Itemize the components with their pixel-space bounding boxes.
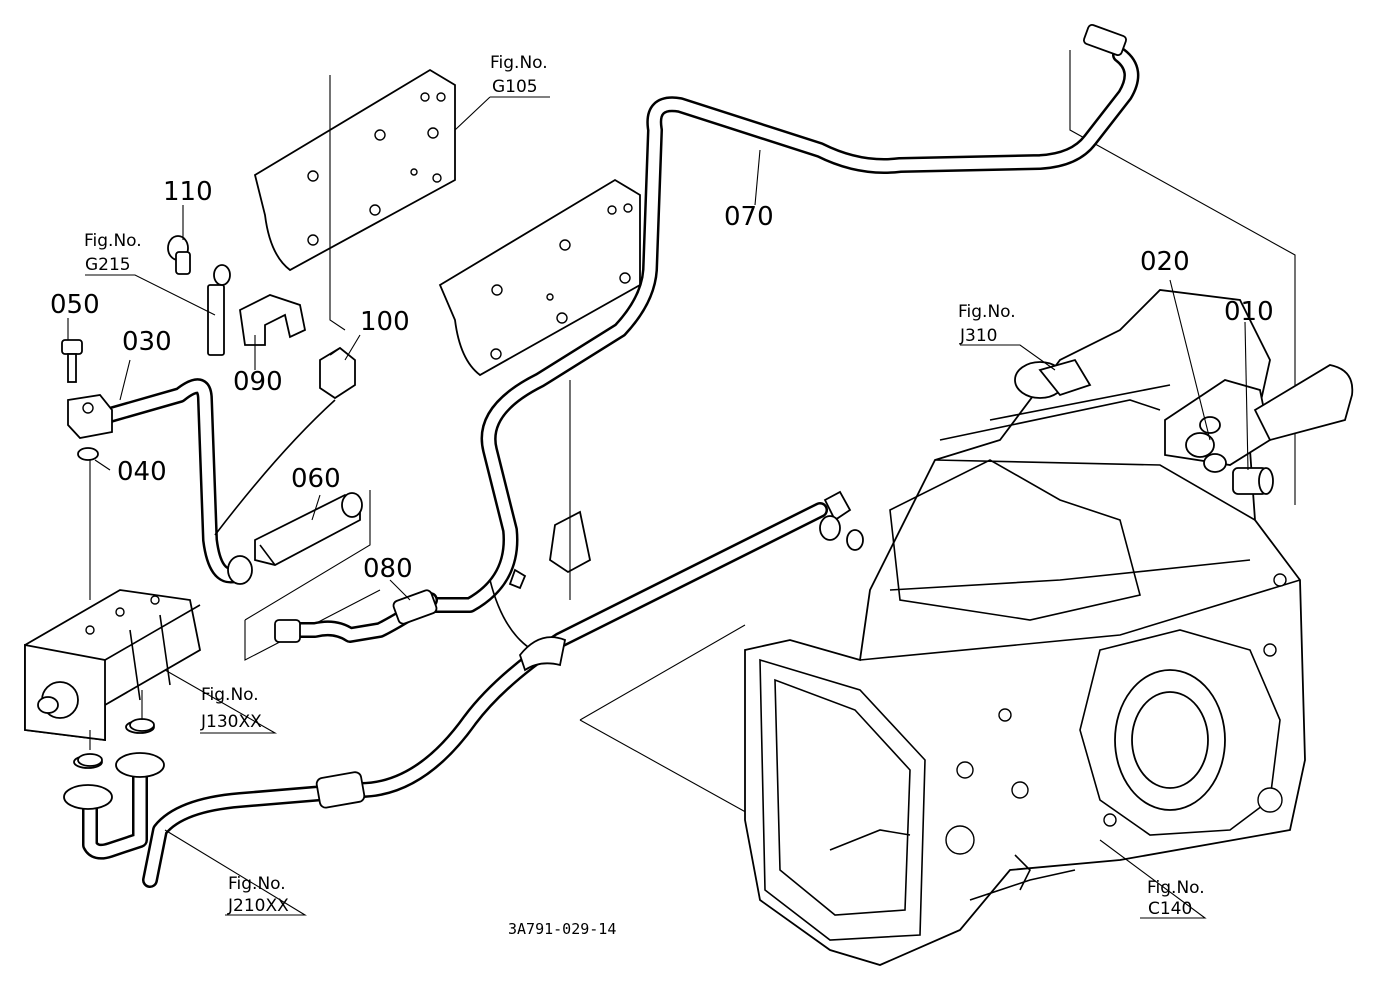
reference-line-g105 [329, 75, 346, 331]
pipe-030 [102, 378, 253, 585]
o-ring-pump-inlet [77, 753, 103, 767]
assembly-axis-pump [89, 460, 143, 750]
transmission-case [744, 289, 1306, 966]
adapter-block [67, 394, 113, 439]
part-label-030: 030 [122, 327, 172, 357]
return-pipe [63, 490, 864, 888]
hydraulic-pump [24, 589, 202, 742]
part-label-100: 100 [360, 307, 410, 337]
fig-label-j210xx-prefix: Fig.No. [228, 874, 286, 894]
fitting-050 [61, 339, 83, 383]
valve-block-j310 [1038, 358, 1354, 466]
leader-lines [67, 96, 1249, 919]
fig-label-g105-prefix: Fig.No. [490, 53, 548, 73]
fig-label-g105-ref: G105 [492, 77, 538, 97]
pressure-switch-060 [254, 492, 363, 566]
fitting-010 [1232, 467, 1274, 495]
fig-label-j310-ref: J310 [959, 326, 997, 346]
part-labels: 110 050 030 040 090 100 060 080 070 020 … [50, 177, 1274, 584]
part-label-070: 070 [724, 202, 774, 232]
reference-line-c140 [579, 624, 761, 821]
fitting-110 [167, 235, 191, 275]
figure-references: Fig.No. G105 Fig.No. G215 Fig.No. J310 F… [84, 53, 1205, 919]
clamp-100 [319, 346, 356, 400]
part-label-040: 040 [117, 457, 167, 487]
reference-line-j310 [1069, 50, 1296, 505]
pipe-070 [412, 23, 1140, 613]
upper-bracket-plate [253, 68, 456, 272]
bracket-090 [239, 294, 307, 346]
wire-100 [214, 399, 336, 536]
part-label-080: 080 [363, 554, 413, 584]
reference-line-060 [244, 490, 381, 661]
fig-label-g215-ref: G215 [85, 255, 131, 275]
part-label-020: 020 [1140, 247, 1190, 277]
part-label-010: 010 [1224, 297, 1274, 327]
fig-label-j130xx-ref: J130XX [200, 712, 262, 732]
fig-label-j210xx-ref: J210XX [227, 896, 289, 916]
part-label-060: 060 [291, 464, 341, 494]
sensor-g215 [207, 264, 231, 356]
o-ring-040 [77, 447, 99, 461]
hose-clip [518, 636, 567, 672]
part-label-090: 090 [233, 367, 283, 397]
part-label-050: 050 [50, 290, 100, 320]
o-ring-020 [1203, 453, 1227, 473]
fig-label-j130xx-prefix: Fig.No. [201, 685, 259, 705]
diagram-code: 3A791-029-14 [508, 920, 616, 938]
fig-label-c140-ref: C140 [1148, 899, 1192, 919]
fig-label-g215-prefix: Fig.No. [84, 231, 142, 251]
part-label-110: 110 [163, 177, 213, 207]
o-ring-pump-outlet [129, 718, 155, 732]
lower-bracket-plate [438, 178, 641, 377]
pipe-080 [274, 589, 438, 643]
fig-label-j310-prefix: Fig.No. [958, 302, 1016, 322]
connector [508, 568, 527, 590]
fig-label-c140-prefix: Fig.No. [1147, 878, 1205, 898]
